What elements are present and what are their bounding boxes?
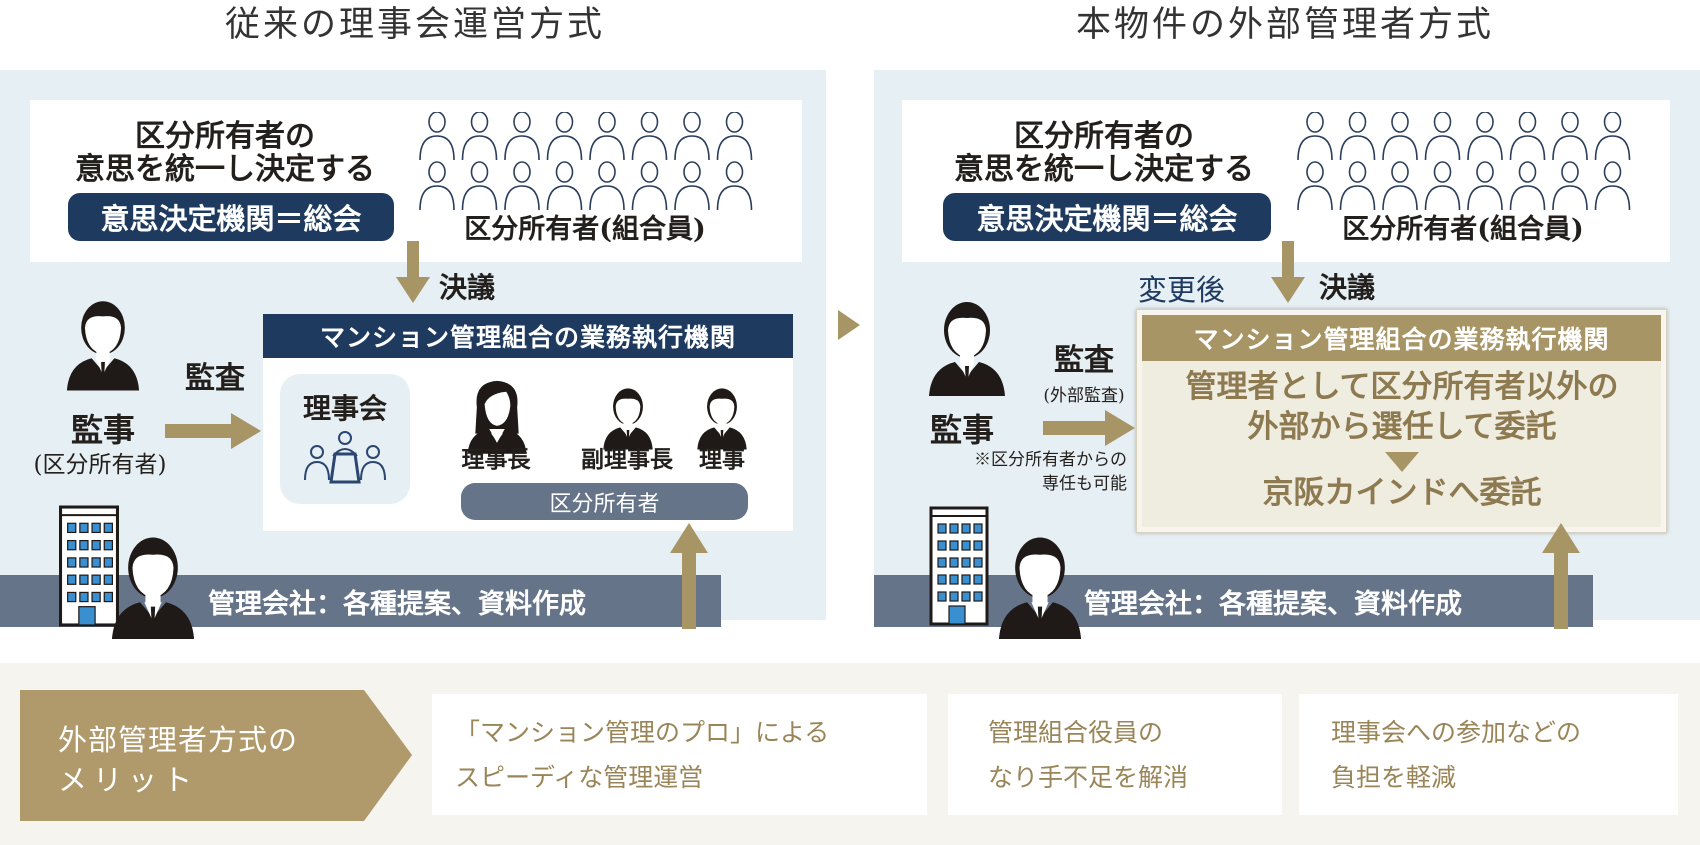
owners-heading: 区分所有者の [135, 119, 315, 154]
owners-subheading: 意思を統一し決定する [954, 152, 1254, 187]
member-icon [1552, 112, 1588, 161]
general-meeting-pill: 意思決定機関＝総会 [68, 193, 394, 241]
merit-text: 管理組合役員の [988, 718, 1164, 747]
member-icon [674, 112, 710, 161]
member-icon [674, 161, 710, 211]
entrusted-company: 京阪カインドへ委託 [1262, 475, 1542, 511]
down-triangle-icon [1385, 452, 1419, 472]
resolution-arrow-icon [1271, 241, 1305, 303]
member-icon [419, 161, 455, 211]
member-icon [1424, 112, 1461, 161]
role-chair: 理事長 [461, 446, 531, 473]
left-title: 従来の理事会運営方式 [224, 5, 606, 45]
member-icon [1467, 112, 1503, 161]
merit-text: 「マンション管理のプロ」による [455, 718, 830, 747]
proposal-arrow-icon [1542, 523, 1580, 629]
audit-arrow-icon [1043, 410, 1135, 446]
member-icon [1509, 161, 1546, 211]
exec-body-header: マンション管理組合の業務執行機関 [1142, 315, 1661, 361]
role-vice-chair: 副理事長 [581, 446, 673, 473]
owner-pill: 区分所有者 [461, 483, 748, 520]
member-icon [504, 112, 540, 161]
members-crowd-icon [1297, 112, 1631, 211]
members-label: 区分所有者(組合員) [1342, 214, 1584, 245]
members-label: 区分所有者(組合員) [464, 214, 706, 245]
exec-line-2: 外部から選任して委託 [1247, 409, 1557, 445]
company-staff-icon [995, 531, 1085, 639]
proposal-arrow-icon [670, 523, 708, 629]
resolution-arrow-icon [396, 241, 430, 303]
auditor-label: 監事 [929, 411, 995, 449]
auditor-note-2: 専任も可能 [1042, 474, 1127, 494]
auditor-label: 監事 [70, 411, 136, 449]
management-company-band: 管理会社：各種提案、資料作成 [874, 575, 1593, 627]
member-icon [546, 112, 583, 161]
merits-heading-2: メリット [58, 763, 199, 797]
director-icon [696, 382, 748, 452]
meeting-table-icon [304, 431, 386, 484]
board-label: 理事会 [302, 392, 388, 425]
exec-body-header: マンション管理組合の業務執行機関 [263, 314, 793, 358]
member-icon [1382, 112, 1418, 161]
transition-arrow-icon [838, 310, 860, 340]
member-icon [1509, 112, 1546, 161]
member-icon [1339, 112, 1376, 161]
member-icon [1339, 161, 1376, 211]
merit-text: なり手不足を解消 [988, 763, 1189, 792]
management-company-label: 管理会社：各種提案、資料作成 [208, 588, 586, 620]
members-crowd-icon [419, 112, 753, 211]
member-icon [716, 112, 753, 161]
member-icon [461, 161, 498, 211]
auditor-note: (区分所有者) [33, 452, 167, 478]
merit-card: 理事会への参加などの負担を軽減 [1299, 694, 1678, 815]
member-icon [546, 161, 583, 211]
member-icon [1382, 161, 1418, 211]
merit-text: 負担を軽減 [1331, 763, 1457, 792]
general-meeting-pill: 意思決定機関＝総会 [943, 193, 1271, 241]
member-icon [631, 161, 668, 211]
owners-heading: 区分所有者の [1014, 119, 1194, 154]
member-icon [1594, 161, 1631, 211]
management-company-label: 管理会社：各種提案、資料作成 [1084, 588, 1462, 620]
member-icon [589, 112, 625, 161]
exec-body-content [1142, 361, 1661, 527]
member-icon [1552, 161, 1588, 211]
merit-text: スピーディな管理運営 [455, 763, 704, 792]
auditor-note-1: ※区分所有者からの [974, 450, 1127, 470]
member-icon [419, 112, 455, 161]
building-icon [929, 505, 989, 627]
audit-note: (外部監査) [1043, 386, 1125, 406]
auditor-icon [65, 293, 141, 393]
member-icon [504, 161, 540, 211]
resolution-label: 決議 [1319, 271, 1376, 304]
right-title: 本物件の外部管理者方式 [1075, 5, 1495, 45]
chairperson-icon [466, 376, 528, 454]
merit-text: 理事会への参加などの [1331, 718, 1582, 747]
audit-label: 監査 [1054, 343, 1114, 378]
merits-heading: 外部管理者方式の [58, 723, 299, 757]
member-icon [631, 112, 668, 161]
member-icon [1594, 112, 1631, 161]
auditor-icon [927, 296, 1007, 396]
company-staff-icon [108, 531, 198, 639]
merits-heading-shape [20, 690, 412, 821]
merit-card: 管理組合役員のなり手不足を解消 [948, 694, 1282, 815]
audit-arrow-icon [165, 413, 261, 449]
audit-label: 監査 [185, 361, 245, 396]
member-icon [716, 161, 753, 211]
member-icon [1467, 161, 1503, 211]
member-icon [1297, 161, 1333, 211]
member-icon [1297, 112, 1333, 161]
after-change-label: 変更後 [1138, 273, 1226, 307]
owners-subheading: 意思を統一し決定する [75, 152, 375, 187]
member-icon [1424, 161, 1461, 211]
member-icon [461, 112, 498, 161]
role-director: 理事 [699, 446, 745, 473]
member-icon [589, 161, 625, 211]
merit-card: 「マンション管理のプロ」によるスピーディな管理運営 [432, 694, 927, 815]
exec-line-1: 管理者として区分所有者以外の [1185, 369, 1619, 405]
resolution-label: 決議 [439, 271, 496, 304]
vice-chair-icon [602, 382, 654, 452]
